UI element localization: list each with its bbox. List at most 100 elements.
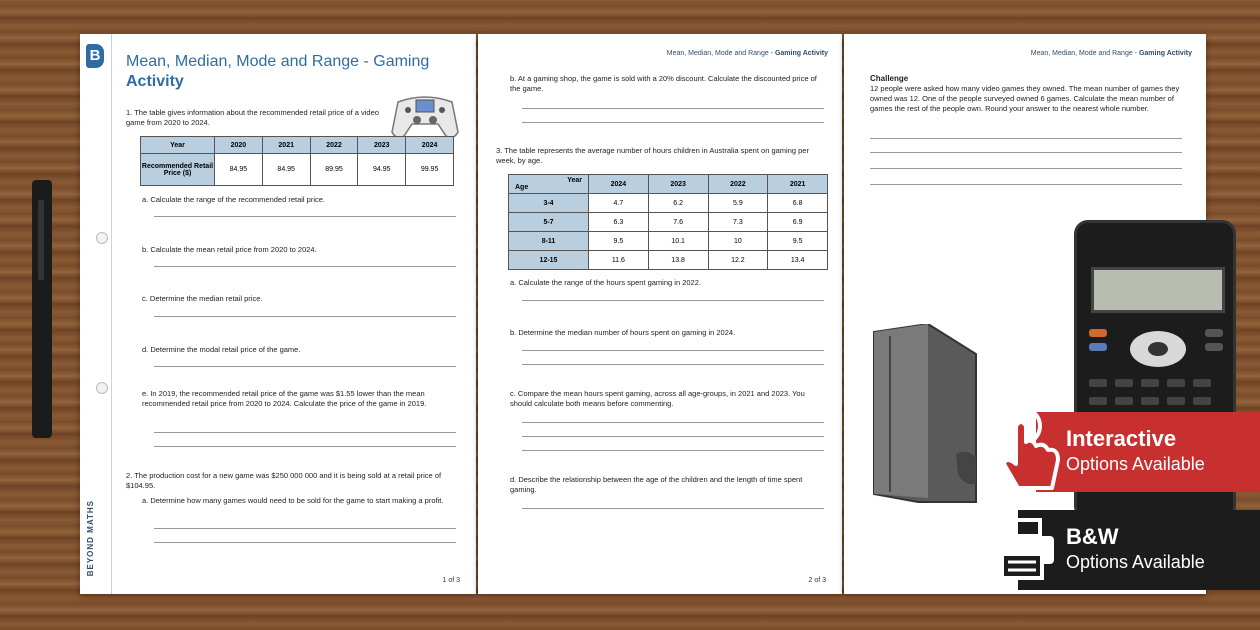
question-2a: a. Determine how many games would need t… xyxy=(142,496,444,505)
interactive-title: Interactive xyxy=(1066,426,1177,451)
answer-line[interactable] xyxy=(522,300,824,301)
table-cell: 9.5 xyxy=(767,231,828,251)
question-1c: c. Determine the median retail price. xyxy=(142,294,263,303)
question-3: 3. The table represents the average numb… xyxy=(496,146,809,165)
corner-age-label: Age xyxy=(515,184,529,191)
answer-line[interactable] xyxy=(870,184,1182,185)
brand-text: BEYOND MATHS xyxy=(86,499,95,576)
answer-line[interactable] xyxy=(522,364,824,365)
table-cell: 6.8 xyxy=(767,193,828,213)
interactive-subtitle: Options Available xyxy=(1066,454,1205,474)
bw-subtitle: Options Available xyxy=(1066,552,1205,572)
gaming-hours-table: Year Age 2024 2023 2022 2021 3-4 4.7 6.2… xyxy=(508,174,828,270)
answer-line[interactable] xyxy=(154,216,456,217)
interactive-text: Interactive Options Available xyxy=(1066,426,1205,475)
table-cell: 11.6 xyxy=(588,250,649,270)
answer-line[interactable] xyxy=(870,168,1182,169)
title-line-2: Activity xyxy=(126,73,184,90)
header-bold: Gaming Activity xyxy=(1138,50,1192,57)
bw-options-banner[interactable]: B&W Options Available xyxy=(990,510,1260,590)
binder-hole xyxy=(96,382,108,394)
page-number: 1 of 3 xyxy=(442,577,460,584)
worksheet-page-1: B BEYOND MATHS Mean, Median, Mode and Ra… xyxy=(80,34,476,594)
printer-icon xyxy=(990,518,1054,580)
table-cell: 7.6 xyxy=(647,212,709,232)
table-cell: 13.4 xyxy=(767,250,828,270)
price-table: Year 2020 2021 2022 2023 2024 Recommende… xyxy=(140,135,454,186)
question-1: 1. The table gives information about the… xyxy=(126,108,379,127)
answer-line[interactable] xyxy=(522,422,824,423)
table-cell: 12.2 xyxy=(707,250,769,270)
answer-line[interactable] xyxy=(154,542,456,543)
table-cell: 7.3 xyxy=(707,212,769,232)
table-corner-cell: Year Age xyxy=(508,174,589,194)
answer-line[interactable] xyxy=(154,528,456,529)
table-header-cell: 2024 xyxy=(588,174,649,194)
answer-line[interactable] xyxy=(154,316,456,317)
table-cell: 10.1 xyxy=(647,231,709,251)
table-row-label: 5-7 xyxy=(508,212,589,232)
answer-line[interactable] xyxy=(522,450,824,451)
answer-line[interactable] xyxy=(154,366,456,367)
header-text: Mean, Median, Mode and Range - xyxy=(666,50,775,57)
table-row-label: 12-15 xyxy=(508,250,589,270)
table-header-cell: Year xyxy=(140,135,215,155)
worksheet-page-2: Mean, Median, Mode and Range - Gaming Ac… xyxy=(478,34,842,594)
header-bold: Gaming Activity xyxy=(774,50,828,57)
page-sidebar xyxy=(80,34,112,594)
question-1b: b. Calculate the mean retail price from … xyxy=(142,245,317,254)
answer-line[interactable] xyxy=(522,508,824,509)
calculator-screen xyxy=(1091,267,1225,313)
question-2: 2. The production cost for a new game wa… xyxy=(126,471,442,490)
question-1d: d. Determine the modal retail price of t… xyxy=(142,345,301,354)
table-header-cell: 2022 xyxy=(309,135,359,155)
page-title: Mean, Median, Mode and Range - Gaming Ac… xyxy=(126,52,429,92)
question-3c: c. Compare the mean hours spent gaming, … xyxy=(510,389,805,408)
table-cell: 94.95 xyxy=(357,153,407,186)
answer-line[interactable] xyxy=(870,138,1182,139)
table-header-cell: 2022 xyxy=(707,174,769,194)
game-console-icon xyxy=(873,324,977,503)
question-3d: d. Describe the relationship between the… xyxy=(510,475,803,494)
table-cell: 6.9 xyxy=(767,212,828,232)
game-controller-icon xyxy=(391,96,459,139)
pen-clip xyxy=(38,200,44,280)
table-cell: 84.95 xyxy=(214,153,263,186)
table-cell: 9.5 xyxy=(588,231,649,251)
answer-line[interactable] xyxy=(154,266,456,267)
page-header: Mean, Median, Mode and Range - Gaming Ac… xyxy=(1031,50,1192,57)
table-cell: 84.95 xyxy=(261,153,311,186)
answer-line[interactable] xyxy=(870,152,1182,153)
challenge-text: 12 people were asked how many video game… xyxy=(870,84,1180,113)
page-header: Mean, Median, Mode and Range - Gaming Ac… xyxy=(667,50,828,57)
table-header-cell: 2021 xyxy=(767,174,828,194)
answer-line[interactable] xyxy=(154,446,456,447)
table-header-cell: 2023 xyxy=(647,174,709,194)
pen xyxy=(32,180,52,438)
answer-line[interactable] xyxy=(522,350,824,351)
table-cell: 6.2 xyxy=(647,193,709,213)
question-3b: b. Determine the median number of hours … xyxy=(510,328,736,337)
bw-text: B&W Options Available xyxy=(1066,524,1205,573)
header-text: Mean, Median, Mode and Range - xyxy=(1030,50,1139,57)
hand-tap-icon xyxy=(1002,406,1060,490)
answer-line[interactable] xyxy=(522,108,824,109)
answer-line[interactable] xyxy=(154,432,456,433)
table-cell: 4.7 xyxy=(588,193,649,213)
table-row-label: 8-11 xyxy=(508,231,589,251)
brand-logo: B xyxy=(86,44,104,68)
answer-line[interactable] xyxy=(522,122,824,123)
table-row-label: 3-4 xyxy=(508,193,589,213)
table-cell: 5.9 xyxy=(707,193,769,213)
title-line-1: Mean, Median, Mode and Range - Gaming xyxy=(126,53,430,70)
table-cell: 13.8 xyxy=(647,250,709,270)
binder-hole xyxy=(96,232,108,244)
answer-line[interactable] xyxy=(522,436,824,437)
table-header-cell: 2024 xyxy=(405,135,454,155)
table-header-cell: 2020 xyxy=(214,135,263,155)
table-cell: 99.95 xyxy=(405,153,454,186)
challenge-title: Challenge xyxy=(870,74,909,83)
table-cell: 6.3 xyxy=(588,212,649,232)
table-header-cell: 2021 xyxy=(261,135,311,155)
interactive-options-banner[interactable]: Interactive Options Available xyxy=(1002,406,1260,492)
